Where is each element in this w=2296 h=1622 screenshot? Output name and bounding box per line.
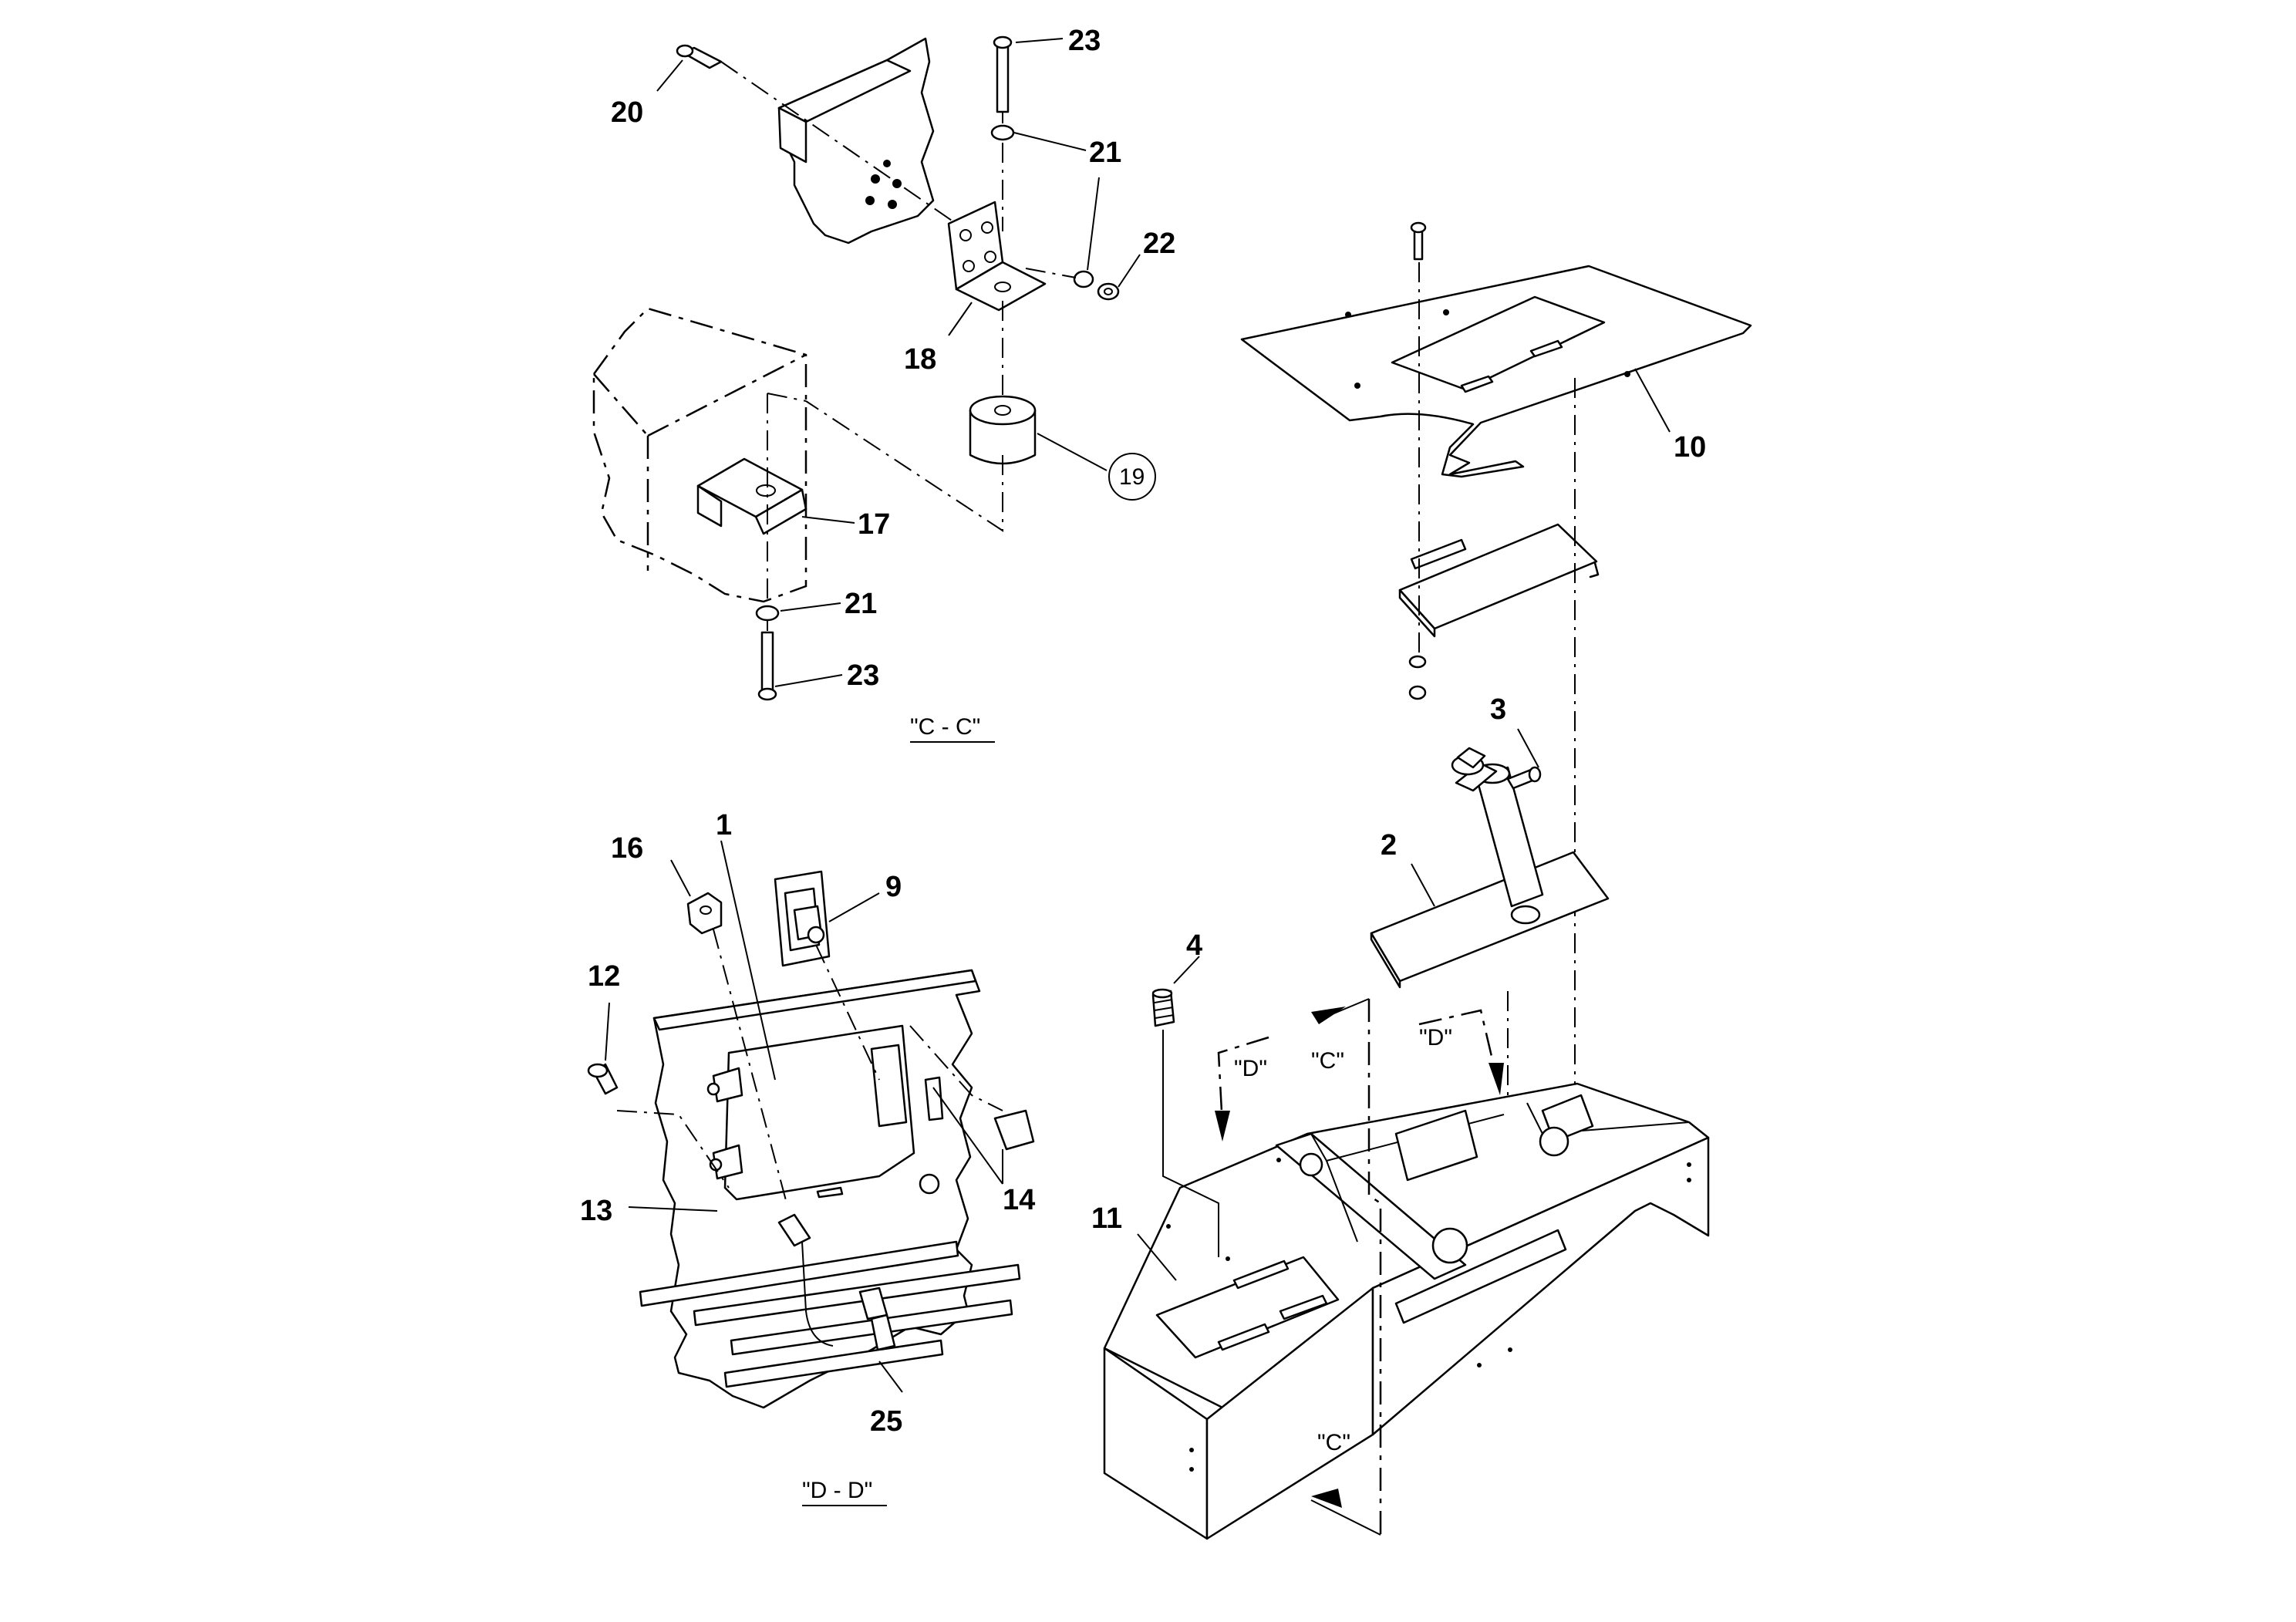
callout-2: 2 <box>1381 829 1397 862</box>
plate-item-2 <box>1370 851 1610 989</box>
filler-assembly: 3 2 <box>1370 693 1610 1238</box>
section-label-c-top: "C" <box>1311 1048 1344 1074</box>
view-d-d: 1 9 16 12 13 14 25 "D - D" <box>580 809 1035 1506</box>
callout-11: 11 <box>1091 1202 1122 1235</box>
section-arrow-c-top: "C" <box>1311 998 1382 1535</box>
washer-item-21-top <box>990 124 1015 141</box>
section-label-c-bottom: "C" <box>1317 1430 1350 1455</box>
section-label-d-left: "D" <box>1234 1056 1267 1081</box>
nut-item-22 <box>1097 282 1120 301</box>
section-arrow-d-left: "D" <box>1215 1036 1269 1141</box>
nut-cover <box>1408 685 1427 700</box>
screw-item-12 <box>587 1063 619 1095</box>
fitting-item-4 <box>1151 988 1175 1027</box>
view-c-c: 20 23 21 22 18 19 17 21 23 "C - C" <box>592 25 1175 743</box>
fitting-item-3 <box>1506 766 1542 790</box>
view-label-d-d: "D - D" <box>802 1478 872 1503</box>
callout-23-top: 23 <box>1068 25 1101 57</box>
wall-panel <box>777 37 935 244</box>
washer-cover <box>1408 655 1427 669</box>
callout-14: 14 <box>1003 1184 1035 1216</box>
section-label-d-right: "D" <box>1419 1025 1452 1050</box>
view-label-c-c: "C - C" <box>910 714 980 740</box>
bracket-item-18 <box>947 201 1047 312</box>
bolt-item-23-bottom <box>757 631 777 701</box>
bolt-cover-top <box>1410 221 1427 261</box>
callout-3: 3 <box>1490 693 1506 726</box>
callout-1: 1 <box>716 809 732 841</box>
callout-21-bottom: 21 <box>845 588 877 620</box>
callout-12: 12 <box>588 960 620 993</box>
callout-17: 17 <box>858 508 890 541</box>
bolt-item-23-top <box>993 35 1013 113</box>
callout-25: 25 <box>870 1405 902 1438</box>
callout-21-top: 21 <box>1089 137 1121 169</box>
chassis-frame <box>1103 1082 1710 1540</box>
hinged-plate <box>1398 523 1600 638</box>
bolt-item-20 <box>676 44 723 69</box>
callout-20: 20 <box>611 96 643 129</box>
cover-item-10 <box>1240 265 1752 478</box>
callout-22: 22 <box>1143 228 1175 260</box>
callout-18: 18 <box>904 343 936 376</box>
callout-10: 10 <box>1674 431 1706 464</box>
callout-23-bottom: 23 <box>847 659 879 692</box>
cover-assembly: 10 <box>1240 221 1752 1243</box>
mounting-panel <box>639 969 1035 1409</box>
section-arrow-d-right: "D" <box>1418 1009 1504 1095</box>
mount-item-19 <box>969 395 1037 465</box>
callout-16: 16 <box>611 832 643 865</box>
clip-item-16 <box>686 892 723 935</box>
phantom-housing <box>592 307 807 603</box>
filler-tube <box>1451 747 1544 908</box>
chassis-assembly: 4 11 "C" "C" "D" "D" <box>1091 929 1710 1540</box>
callout-4: 4 <box>1186 929 1202 962</box>
callout-9: 9 <box>885 871 902 903</box>
washer-item-21-bottom <box>755 605 780 622</box>
bracket-item-17 <box>696 457 807 535</box>
switch-item-9 <box>774 870 831 967</box>
callout-13: 13 <box>580 1195 612 1227</box>
callout-19: 19 <box>1119 464 1145 490</box>
washer-item-21-right <box>1073 270 1094 288</box>
section-arrow-c-bottom: "C" <box>1310 1430 1381 1536</box>
